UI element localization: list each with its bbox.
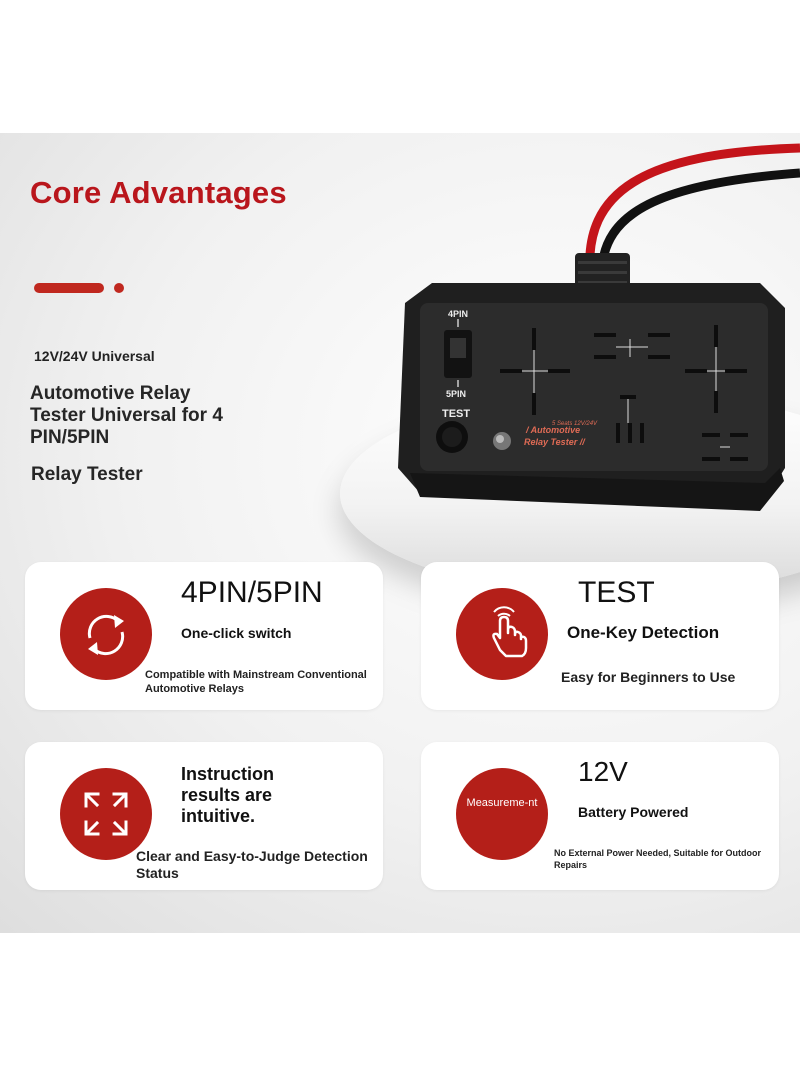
product-headline: Automotive Relay Tester Universal for 4 … <box>30 383 223 448</box>
feature-card-intuitive: Instruction results are intuitive. Clear… <box>25 742 383 890</box>
feature-description: No External Power Needed, Suitable for O… <box>554 848 762 870</box>
feature-icon-circle <box>60 588 152 680</box>
feature-title: TEST <box>578 576 655 609</box>
measurement-label: Measureme-nt <box>466 797 538 809</box>
feature-icon-circle <box>60 768 152 860</box>
product-subhead: Relay Tester <box>31 464 143 485</box>
voltage-tagline: 12V/24V Universal <box>34 348 155 364</box>
refresh-icon <box>87 614 125 656</box>
feature-icon-circle <box>456 588 548 680</box>
feature-card-battery: Measureme-nt 12V Battery Powered No Exte… <box>421 742 779 890</box>
relay-tester-image: 4PIN 5PIN TEST 5 Seats 12V/24V / Automot… <box>398 143 800 511</box>
device-4pin-label: 4PIN <box>448 309 468 319</box>
device-test-label: TEST <box>442 408 470 420</box>
feature-description: Clear and Easy-to-Judge Detection Status <box>136 848 368 881</box>
device-name-line2: Relay Tester // <box>524 437 586 447</box>
feature-card-test: TEST One-Key Detection Easy for Beginner… <box>421 562 779 710</box>
feature-title: Instruction results are intuitive. <box>181 764 274 826</box>
feature-label: One-Key Detection <box>567 623 720 642</box>
title-underline-dot <box>114 283 124 293</box>
feature-label: Battery Powered <box>578 804 689 820</box>
title-underline-bar <box>34 283 104 293</box>
device-name-line1: / Automotive <box>525 425 580 435</box>
feature-title: 4PIN/5PIN <box>181 576 323 609</box>
device-5pin-label: 5PIN <box>446 389 466 399</box>
feature-description: Compatible with Mainstream Conventional … <box>145 669 367 695</box>
feature-card-switch: 4PIN/5PIN One-click switch Compatible wi… <box>25 562 383 710</box>
expand-arrows-icon <box>84 792 128 836</box>
hand-pointer-icon <box>492 606 528 658</box>
feature-icon-circle: Measureme-nt <box>456 768 548 860</box>
feature-description: Easy for Beginners to Use <box>561 669 736 685</box>
device-seats-label: 5 Seats 12V/24V <box>552 421 598 427</box>
feature-label: One-click switch <box>181 625 292 641</box>
page-title: Core Advantages <box>30 175 287 210</box>
feature-title: 12V <box>578 756 628 787</box>
hero-banner: 4PIN 5PIN TEST 5 Seats 12V/24V / Automot… <box>0 133 800 933</box>
